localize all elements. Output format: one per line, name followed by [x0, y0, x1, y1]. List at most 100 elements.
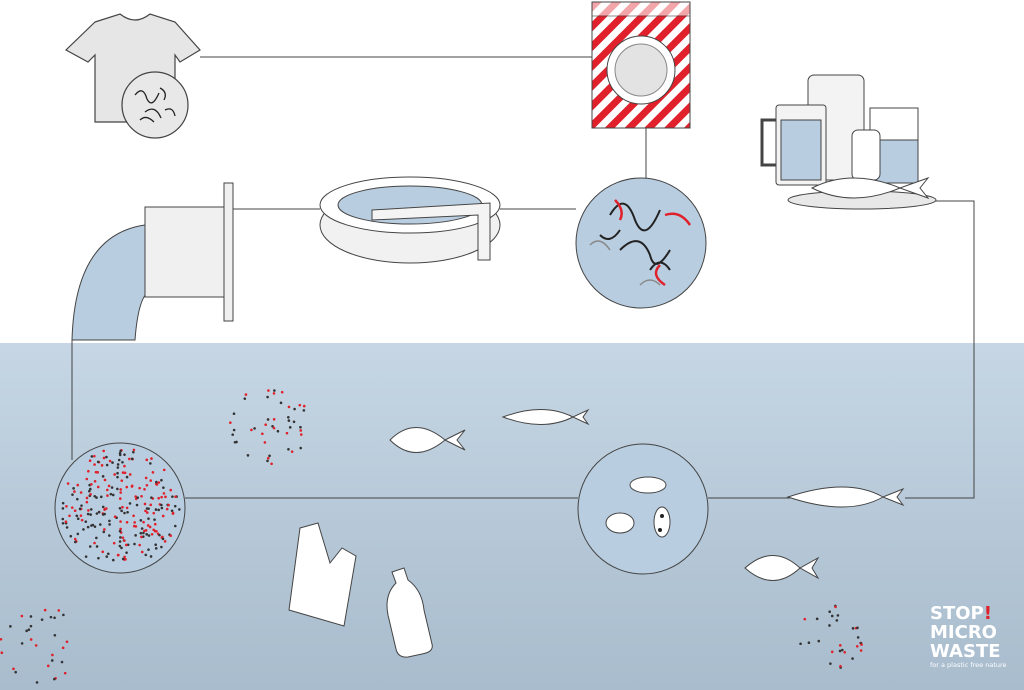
particle: [160, 503, 163, 507]
particle: [105, 463, 109, 467]
particle: [171, 511, 175, 515]
particle: [856, 636, 860, 639]
particle: [107, 552, 110, 556]
particle: [121, 471, 125, 474]
particle: [69, 534, 73, 538]
particle: [144, 553, 148, 557]
particle: [75, 514, 79, 518]
particle: [859, 649, 863, 652]
particle: [116, 475, 119, 479]
particle: [112, 541, 116, 545]
particle: [147, 507, 150, 510]
particle: [838, 644, 842, 647]
fish-icon: [389, 408, 905, 581]
particle: [828, 610, 831, 613]
particle: [123, 471, 127, 475]
particle: [65, 526, 69, 529]
particle: [272, 417, 276, 421]
particle: [132, 514, 135, 518]
particle: [145, 533, 148, 536]
particle: [90, 524, 93, 527]
particle: [123, 511, 126, 515]
particle: [835, 619, 839, 622]
particle: [128, 457, 131, 461]
particle: [263, 441, 267, 444]
particle: [53, 633, 57, 637]
particle: [86, 525, 90, 529]
particle: [103, 508, 106, 511]
particle: [116, 487, 119, 491]
particle: [80, 504, 83, 507]
particle: [124, 543, 128, 547]
particle: [271, 424, 274, 428]
particle: [149, 462, 152, 465]
particle: [135, 503, 139, 507]
particle: [266, 456, 270, 460]
particle: [79, 491, 83, 494]
particle: [76, 532, 80, 536]
particle: [110, 486, 114, 489]
particle: [292, 420, 296, 424]
particle: [76, 483, 80, 487]
particle: [287, 419, 291, 422]
particle: [120, 546, 123, 550]
logo-line-2: MICRO: [930, 622, 997, 643]
particle: [157, 496, 160, 500]
particle: [50, 659, 54, 662]
particle: [803, 617, 807, 621]
particle: [43, 608, 47, 612]
particle: [29, 615, 33, 618]
microplastic-particles: [0, 389, 863, 684]
particle: [162, 486, 165, 489]
particle: [250, 428, 253, 432]
particle: [807, 641, 811, 645]
particle: [82, 528, 85, 531]
particle: [101, 475, 105, 478]
particle: [157, 481, 161, 484]
logo-tagline: for a plastic free nature: [930, 661, 1007, 669]
particle: [34, 644, 38, 647]
particle: [143, 487, 146, 491]
particle: [163, 540, 167, 543]
particle: [270, 462, 273, 466]
particle: [90, 482, 93, 486]
particle: [88, 545, 92, 548]
particle: [102, 530, 106, 534]
particle: [799, 642, 802, 646]
particle: [85, 500, 89, 504]
particle: [231, 433, 234, 436]
particle: [146, 524, 150, 527]
particle: [815, 617, 819, 621]
particle: [145, 458, 149, 462]
logo-line-1: STOP: [930, 603, 984, 624]
particle: [64, 520, 68, 524]
plankton-magnifier-icon: [577, 443, 709, 575]
particle: [79, 514, 83, 517]
particle: [232, 412, 236, 416]
particle: [88, 487, 92, 491]
particle: [126, 510, 129, 514]
particle: [61, 646, 65, 650]
particle: [93, 494, 97, 498]
particle: [173, 524, 177, 528]
particle: [118, 506, 122, 510]
particle: [78, 507, 82, 511]
particle: [108, 523, 111, 526]
particle: [840, 648, 844, 652]
particle: [154, 547, 158, 550]
particle: [147, 534, 151, 537]
particle: [95, 512, 99, 515]
particle: [116, 466, 120, 469]
particle: [828, 624, 831, 627]
particle: [290, 450, 294, 453]
particle: [125, 520, 129, 524]
particle: [73, 509, 77, 513]
particle: [261, 432, 264, 436]
particle: [167, 503, 170, 507]
particle: [161, 514, 165, 518]
particle: [273, 389, 276, 392]
particle: [860, 643, 863, 646]
particle: [93, 479, 97, 483]
particle: [134, 534, 137, 537]
particle: [118, 451, 122, 455]
